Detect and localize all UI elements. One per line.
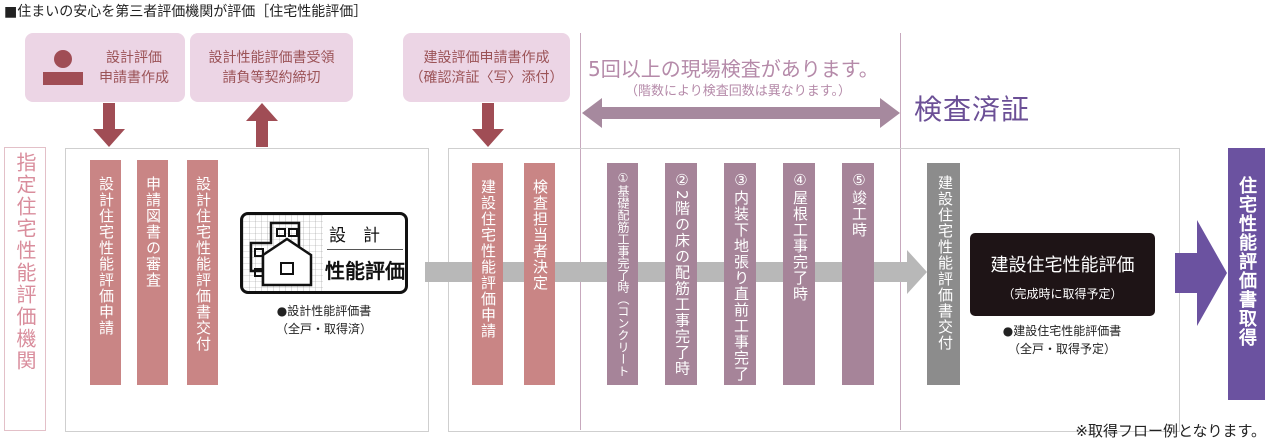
up-arrow-icon [246, 103, 278, 147]
inspection-note: （階数により検査回数は異なります。） [625, 84, 851, 99]
mark-divider [327, 249, 403, 250]
note-line: （全戸・取得済） [275, 322, 372, 336]
down-arrow-icon [93, 103, 125, 147]
box-line: （確認済証〈写〉添付） [409, 69, 564, 86]
result-title: 建設住宅性能評価 [990, 255, 1135, 276]
design-phase-frame [65, 148, 429, 432]
construction-step: 建設住宅性能評価申請 [472, 163, 503, 385]
box-line: 申請書作成 [99, 69, 169, 86]
divider [900, 33, 901, 430]
inspection-headline: 5回以上の現場検査があります。 [588, 57, 879, 81]
design-application-box: 設計評価申請書作成 [25, 33, 185, 102]
divider [580, 33, 581, 430]
construction-document-note: ●建設住宅性能評価書 （全戸・取得予定） [966, 322, 1158, 358]
design-performance-mark: 設 計 性能評価 [240, 212, 408, 294]
mark-bottom-text: 性能評価 [325, 259, 405, 283]
house-icon [243, 215, 323, 291]
final-arrow-icon [1175, 220, 1227, 326]
double-arrow-icon [582, 98, 900, 128]
inspection-step: ②2階の床の配筋工事完了時 [665, 163, 697, 385]
final-step: 住宅性能評価書取得 [1228, 148, 1265, 400]
box-line: 請負等契約締切 [222, 69, 321, 86]
design-step: 申請図書の審査 [137, 160, 168, 385]
person-icon [43, 49, 83, 85]
construction-step: 検査担当者決定 [524, 163, 555, 385]
agency-label-box: 指定住宅性能評価機関 [4, 147, 46, 431]
inspection-step: ①基礎配筋工事完了時（コンクリート打設前） [586, 163, 638, 385]
footnote: ※取得フロー例となります。 [1075, 422, 1266, 440]
note-line: （全戸・取得予定） [1007, 342, 1116, 356]
box-line: 設計性能評価書受領 [208, 49, 335, 66]
result-sub: （完成時に取得予定） [1002, 287, 1123, 301]
construction-application-box: 建設評価申請書作成 （確認済証〈写〉添付） [403, 33, 570, 102]
note-line: ●設計性能評価書 [276, 304, 372, 318]
box-line: 設計評価 [106, 49, 162, 66]
mark-top-text: 設 計 [329, 226, 380, 246]
inspection-step: ④屋根工事完了時 [783, 163, 815, 385]
inspection-step: ⑤竣工時 [842, 163, 874, 385]
construction-evaluation-box: 建設住宅性能評価 （完成時に取得予定） [970, 233, 1155, 316]
diagram-title: ■住まいの安心を第三者評価機関が評価［住宅性能評価］ [4, 4, 368, 20]
contract-box: 設計性能評価書受領請負等契約締切 [190, 33, 353, 102]
agency-label: 指定住宅性能評価機関 [13, 152, 37, 372]
design-document-note: ●設計性能評価書 （全戸・取得済） [238, 302, 410, 338]
down-arrow-icon [472, 103, 504, 147]
inspection-step: ③内装下地張り直前工事完了時 [702, 163, 756, 385]
box-line: 建設評価申請書作成 [423, 49, 550, 66]
note-line: ●建設住宅性能評価書 [1002, 324, 1122, 338]
certificate-label: 検査済証 [914, 93, 1031, 126]
issue-step: 建設住宅性能評価書交付 [927, 163, 960, 385]
design-step: 設計住宅性能評価申請 [90, 160, 121, 385]
design-step: 設計住宅性能評価書交付 [187, 160, 218, 385]
